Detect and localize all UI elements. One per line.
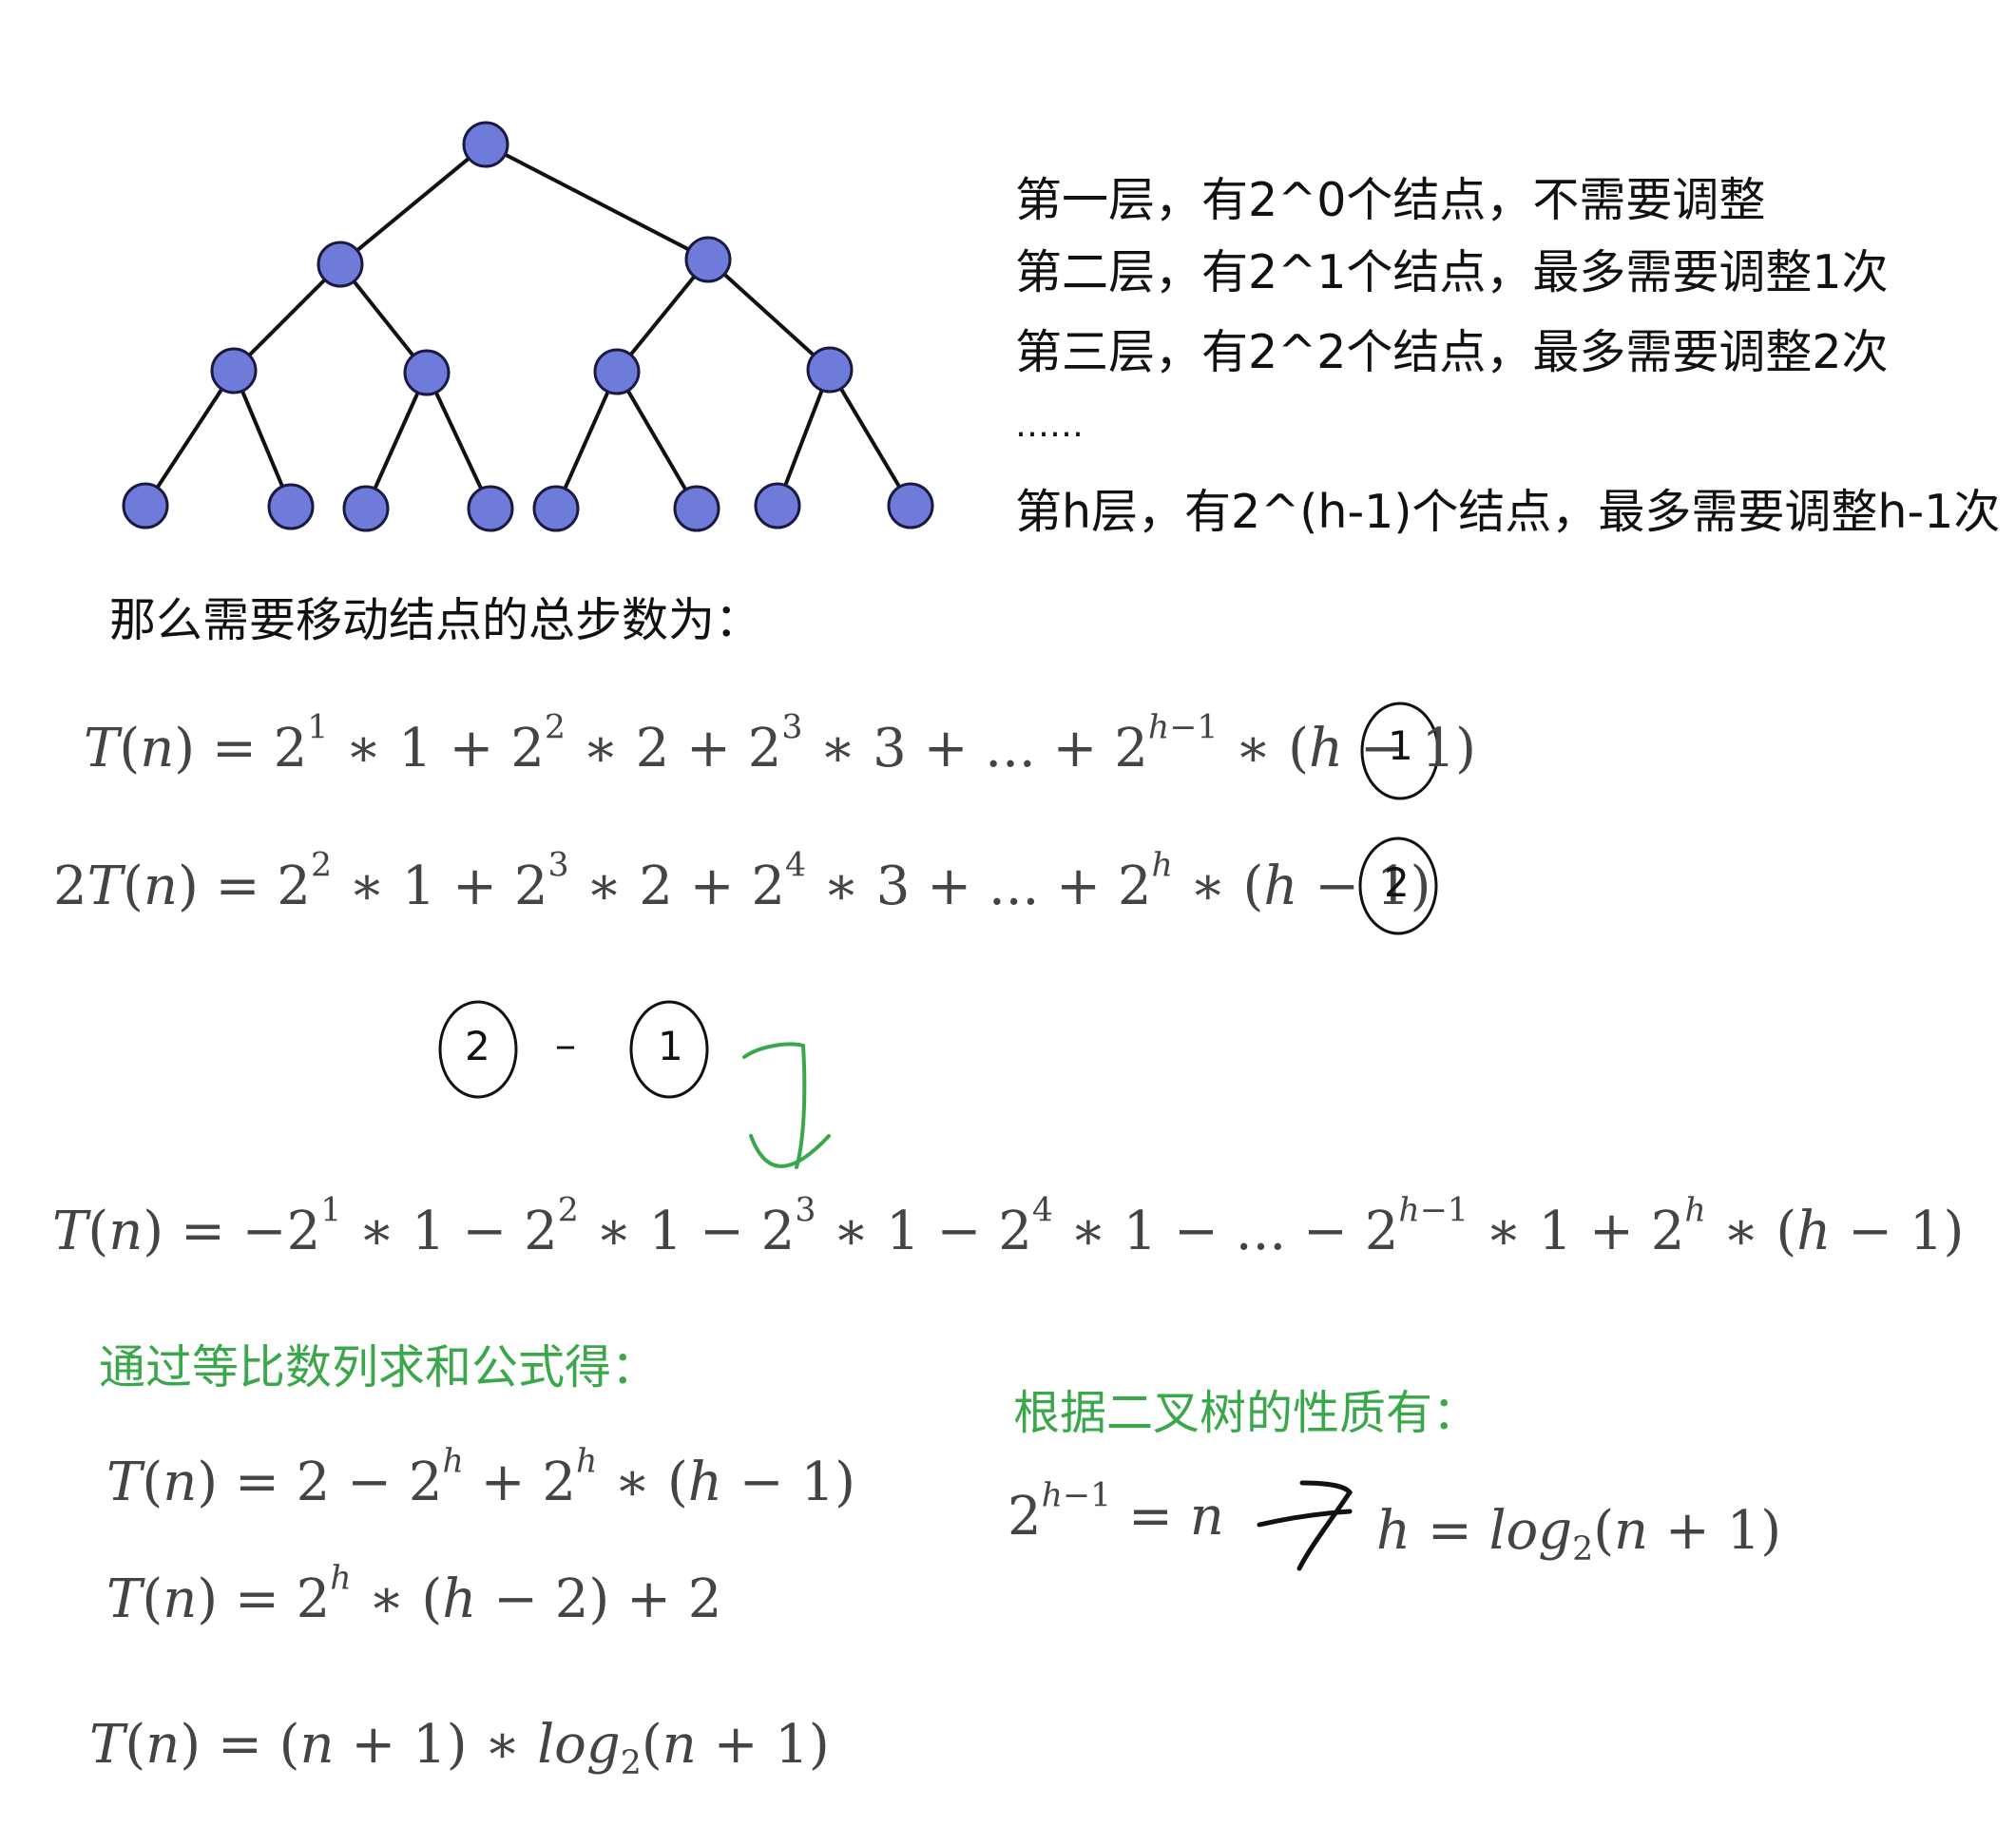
equation-final: T(n) = (n + 1) ∗ log2(n + 1) <box>89 1714 830 1783</box>
tree-edge <box>615 370 699 510</box>
tree-edges <box>144 143 912 510</box>
tree-edge <box>828 368 912 508</box>
green-arrow-icon <box>742 1042 831 1169</box>
level-ellipsis: …… <box>1015 406 1084 445</box>
tree-edge <box>554 371 619 510</box>
equation-2: 2T(n) = 22 ∗ 1 + 23 ∗ 2 + 24 ∗ 3 + ... +… <box>53 846 1431 917</box>
tree-edge <box>338 143 488 266</box>
tree-node <box>806 346 854 394</box>
tree-node <box>887 482 934 529</box>
level-h-text: 第h层，有2^(h-1)个结点，最多需要调整h-1次 <box>1015 485 2001 539</box>
level-1-text: 第一层，有2^0个结点，不需要调整 <box>1015 173 1766 227</box>
circle-eq2-label: 2 <box>1384 859 1410 906</box>
tree-node <box>210 347 258 394</box>
tree-node <box>267 483 315 530</box>
circle-eq2 <box>1358 837 1438 935</box>
equation-height: h = log2(n + 1) <box>1376 1500 1782 1569</box>
circle-sub-b <box>629 1000 709 1099</box>
equation-geometric-2: T(n) = 2h ∗ (h − 2) + 2 <box>106 1559 722 1630</box>
tree-edge <box>425 372 492 510</box>
total-steps-label: 那么需要移动结点的总步数为： <box>109 593 762 647</box>
geometric-sum-label: 通过等比数列求和公式得： <box>99 1340 659 1394</box>
tree-node <box>403 349 451 396</box>
tree-node <box>593 348 641 395</box>
sub-b-label: 1 <box>658 1023 683 1069</box>
tree-edge <box>485 143 709 261</box>
tree-node <box>342 485 390 532</box>
tree-node <box>122 482 169 529</box>
tree-edge <box>364 372 429 510</box>
tree-node <box>317 240 364 288</box>
tree-edge <box>706 258 832 372</box>
minus-sign: – <box>555 1021 576 1069</box>
tree-node <box>684 236 732 283</box>
sub-a-label: 2 <box>465 1023 490 1069</box>
equation-1: T(n) = 21 ∗ 1 + 22 ∗ 2 + 23 ∗ 3 + ... + … <box>84 708 1477 779</box>
tree-node <box>462 121 509 168</box>
level-2-text: 第二层，有2^1个结点，最多需要调整1次 <box>1015 245 1889 299</box>
tree-node <box>754 482 801 529</box>
tree-edge <box>232 262 342 373</box>
tree-property-label: 根据二叉树的性质有： <box>1013 1386 1480 1440</box>
tree-edge <box>776 369 832 507</box>
implies-arrow-icon <box>1257 1480 1354 1571</box>
tree-edge <box>615 258 710 374</box>
equation-geometric-1: T(n) = 2 − 2h + 2h ∗ (h − 1) <box>106 1442 855 1513</box>
tree-node <box>532 485 580 532</box>
tree-edge <box>232 370 293 508</box>
level-3-text: 第三层，有2^2个结点，最多需要调整2次 <box>1015 325 1889 379</box>
circle-eq1-label: 1 <box>1388 722 1413 769</box>
tree-node <box>673 485 720 532</box>
tree-node <box>467 485 514 532</box>
equation-difference: T(n) = −21 ∗ 1 − 22 ∗ 1 − 23 ∗ 1 − 24 ∗ … <box>52 1191 1965 1262</box>
circle-eq1 <box>1360 702 1440 800</box>
circle-sub-a <box>438 1000 518 1099</box>
tree-nodes <box>122 121 934 532</box>
equation-tree-nodes: 2h−1 = n <box>1008 1476 1224 1548</box>
tree-edge <box>144 369 236 508</box>
